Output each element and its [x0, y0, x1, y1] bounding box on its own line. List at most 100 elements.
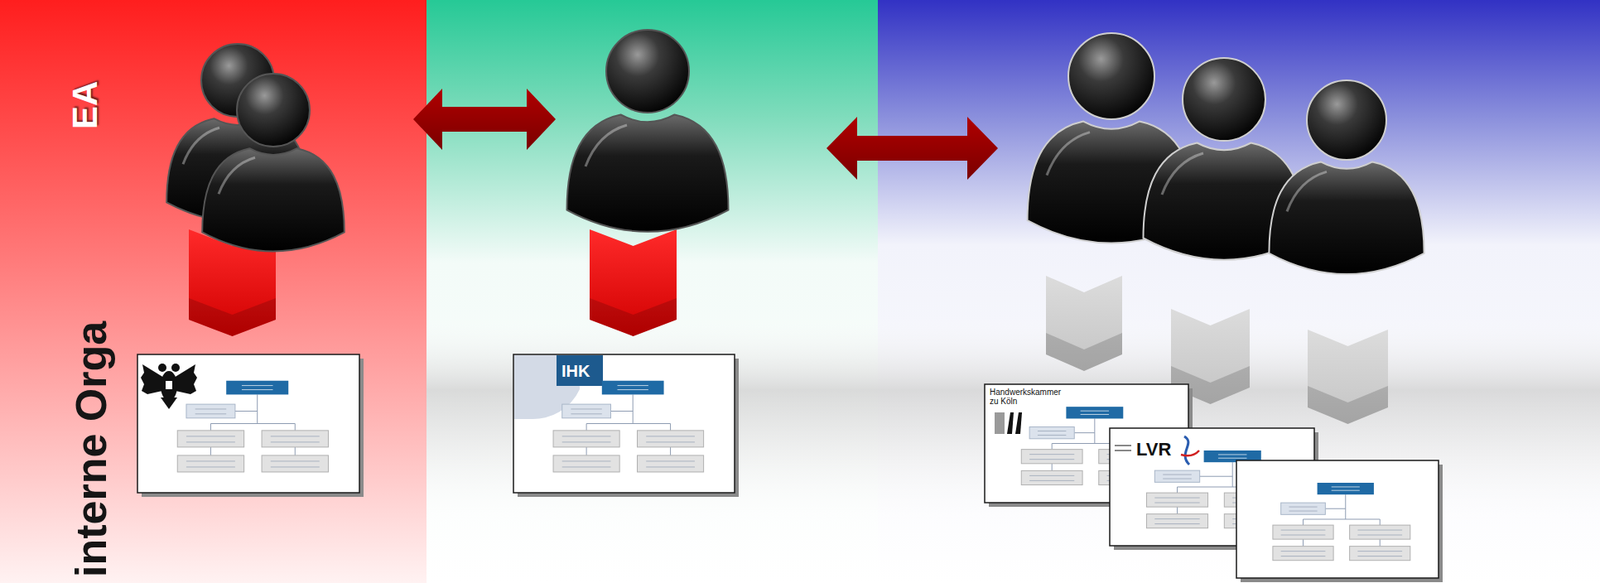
org-line [235, 410, 258, 412]
org-box-scribble [1281, 530, 1326, 531]
grey-tag [1045, 275, 1123, 372]
org-box-scribble [1080, 414, 1109, 415]
person-body-gloss [1161, 153, 1204, 195]
red-tag [589, 229, 677, 337]
org-box-scribble [1080, 410, 1109, 412]
org-box [553, 430, 620, 448]
org-top-box [226, 380, 289, 396]
person-head [606, 29, 690, 113]
person-body [1268, 161, 1424, 275]
tag-shade [589, 298, 677, 337]
org-line [1344, 494, 1346, 520]
lvr-side-note [1114, 444, 1132, 447]
org-box-scribble [1281, 555, 1326, 557]
org-box-scribble [562, 435, 612, 437]
person-icon [567, 29, 729, 232]
person-icon [202, 73, 345, 252]
band-label: EA [67, 81, 103, 130]
org-box-scribble [645, 435, 695, 437]
org-box [1281, 502, 1326, 515]
org-box-scribble [570, 408, 602, 410]
org-box [177, 430, 244, 448]
org-line [1325, 508, 1345, 510]
org-box-scribble [1357, 530, 1403, 531]
org-line [610, 410, 633, 412]
org-box-scribble [270, 466, 320, 468]
person-head [1306, 80, 1387, 160]
hwk-logo-block [994, 412, 1005, 434]
org-box-scribble [1029, 480, 1075, 482]
internal-org-band: EA interne Orga [0, 0, 427, 583]
org-box-scribble [1029, 453, 1075, 455]
org-box-scribble [1154, 502, 1200, 504]
org-chart-card [137, 354, 364, 497]
org-chart-card: LVR [1109, 428, 1315, 546]
org-box-scribble [195, 408, 227, 410]
org-box [1349, 546, 1411, 561]
org-box [1021, 449, 1083, 464]
org-box-scribble [241, 385, 274, 386]
org-box [186, 404, 236, 419]
logo-text: Handwerkskammer zu Köln [989, 387, 1065, 406]
org-box [261, 455, 328, 473]
org-box [1029, 426, 1075, 439]
org-box-scribble [1218, 453, 1248, 455]
org-line [210, 424, 212, 431]
person-body-gloss [585, 125, 627, 167]
org-line [1051, 443, 1053, 450]
org-box-scribble [1218, 457, 1248, 459]
eagle-body [160, 371, 178, 401]
org-line [210, 447, 212, 456]
org-line [1176, 506, 1178, 515]
lvr-logo-wave [1184, 436, 1190, 465]
logo-text: IHK [561, 361, 590, 381]
org-box-scribble [616, 385, 648, 386]
person-icon [1268, 80, 1424, 275]
org-line [1051, 463, 1053, 472]
person-body-gloss [183, 127, 220, 164]
org-box-scribble [1331, 486, 1360, 487]
org-line [1232, 462, 1234, 487]
org-box-scribble [1037, 434, 1066, 436]
card-sheet [137, 354, 360, 493]
org-box-scribble [1154, 518, 1200, 520]
org-box [1272, 525, 1334, 540]
double-arrow [826, 116, 998, 180]
org-box-scribble [1331, 490, 1360, 492]
org-box-scribble [1281, 534, 1326, 536]
org-box-scribble [1288, 510, 1317, 512]
org-box-scribble [241, 389, 274, 391]
band-label: interne Orga [69, 321, 113, 578]
org-box-scribble [562, 441, 612, 443]
org-box-scribble [562, 466, 612, 468]
org-top-box [1065, 406, 1123, 419]
org-line [586, 424, 588, 431]
org-box-scribble [186, 441, 236, 443]
org-box-scribble [1357, 534, 1403, 536]
person-body [202, 148, 345, 251]
lvr-side-note [1114, 449, 1132, 452]
person-body-gloss [1046, 132, 1090, 176]
double-arrow [413, 88, 556, 150]
org-box-scribble [570, 413, 602, 415]
org-box [562, 404, 612, 419]
person-group [166, 29, 1424, 275]
org-box-scribble [186, 435, 236, 437]
org-box-scribble [1162, 474, 1192, 476]
org-box-scribble [1281, 550, 1326, 552]
tag-shade [1307, 385, 1388, 425]
org-top-box [602, 380, 665, 396]
org-box [553, 455, 620, 473]
org-line [294, 447, 296, 456]
org-line [294, 424, 296, 431]
org-box-scribble [1154, 497, 1200, 499]
person-body [567, 115, 729, 232]
eagle-head [171, 363, 180, 372]
lvr-logo-wave [1180, 450, 1200, 456]
logo-text: LVR [1136, 439, 1172, 460]
tag-shade [1045, 332, 1123, 372]
person-head [236, 73, 310, 147]
tag-shade [188, 298, 276, 337]
org-box [1272, 546, 1334, 561]
